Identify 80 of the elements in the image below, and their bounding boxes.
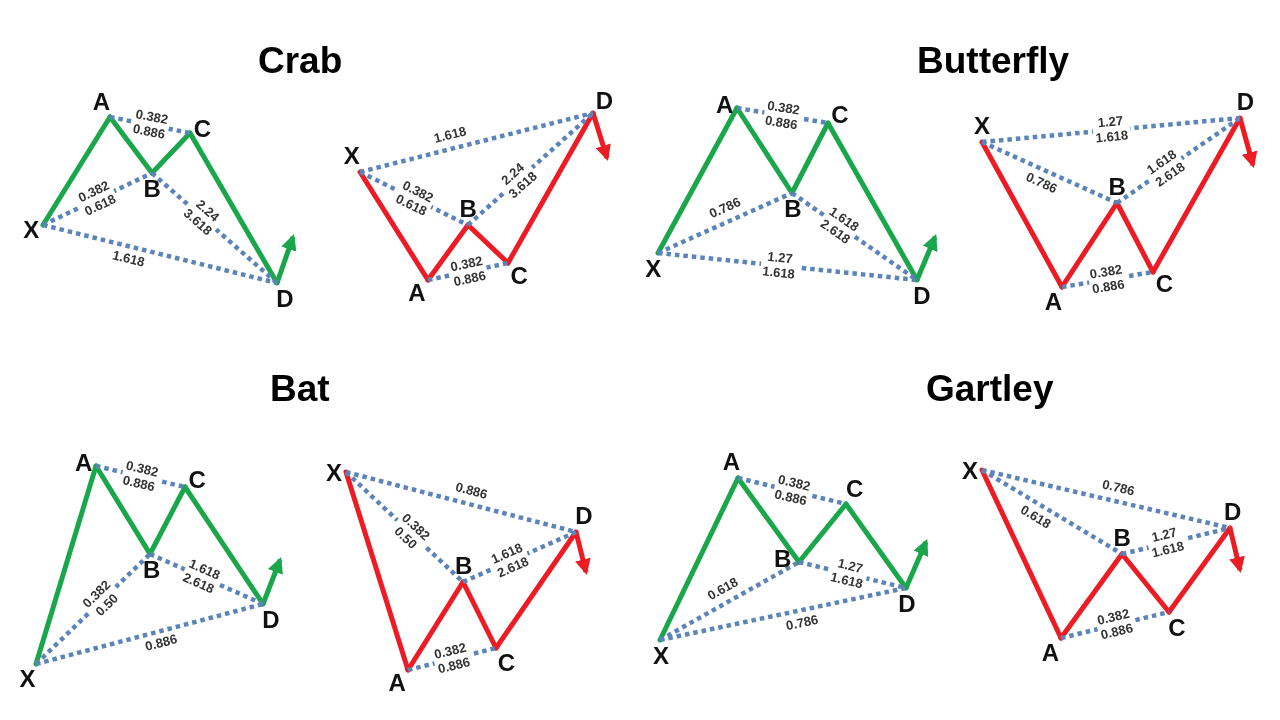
point-letter: C bbox=[193, 116, 212, 141]
dotted-ratio-line bbox=[150, 171, 279, 285]
point-letter: A bbox=[92, 89, 110, 114]
dotted-ratio-line bbox=[359, 110, 594, 175]
point-letter: C bbox=[846, 476, 864, 501]
point-letter: D bbox=[595, 88, 614, 113]
dotted-ratio-line bbox=[1115, 116, 1242, 205]
price-line bbox=[1166, 525, 1233, 615]
dotted-ratio-line bbox=[466, 111, 595, 227]
dotted-ratio-line bbox=[35, 601, 264, 667]
dotted-ratio-line bbox=[980, 468, 1124, 556]
arrow bbox=[573, 531, 591, 576]
point-letter: A bbox=[1041, 641, 1059, 665]
price-line bbox=[405, 579, 466, 673]
point-letter: X bbox=[962, 459, 979, 484]
arrow bbox=[274, 234, 297, 284]
pattern-title: Bat bbox=[270, 369, 330, 407]
point-letter: B bbox=[774, 547, 792, 572]
point-letter: A bbox=[388, 671, 406, 696]
point-letter: B bbox=[1113, 526, 1131, 550]
point-letter: D bbox=[1223, 500, 1242, 525]
point-letter: A bbox=[408, 280, 426, 305]
price-line bbox=[187, 130, 280, 286]
point-letter: B bbox=[784, 197, 802, 221]
point-letter: B bbox=[143, 177, 161, 201]
point-letter: D bbox=[913, 283, 931, 308]
point-letter: X bbox=[974, 114, 990, 138]
pattern-title: Crab bbox=[258, 41, 343, 79]
arrow bbox=[1227, 527, 1245, 574]
price-line bbox=[460, 579, 499, 651]
price-line bbox=[1119, 551, 1172, 615]
arrow bbox=[914, 234, 938, 281]
point-letter: X bbox=[343, 144, 360, 169]
point-letter: B bbox=[1108, 175, 1126, 199]
price-line bbox=[1150, 115, 1243, 275]
point-letter: D bbox=[262, 607, 280, 632]
point-letter: X bbox=[653, 644, 670, 668]
point-letter: D bbox=[276, 286, 294, 311]
point-letter: D bbox=[1236, 90, 1255, 115]
point-letter: A bbox=[722, 450, 741, 475]
point-letter: D bbox=[575, 504, 593, 529]
pattern-title: Butterfly bbox=[917, 41, 1070, 79]
arrow bbox=[903, 539, 929, 589]
dotted-ratio-line bbox=[657, 250, 918, 283]
pattern-title: Gartley bbox=[926, 369, 1054, 407]
point-letter: B bbox=[455, 554, 473, 578]
point-letter: A bbox=[716, 93, 734, 118]
price-line bbox=[505, 110, 596, 266]
dotted-ratio-line bbox=[42, 222, 278, 286]
price-line bbox=[979, 139, 1065, 290]
point-letter: X bbox=[645, 256, 662, 281]
point-letter: D bbox=[898, 592, 916, 616]
price-line bbox=[107, 114, 155, 176]
point-letter: X bbox=[23, 217, 40, 242]
dotted-ratio-line bbox=[344, 470, 465, 584]
price-line bbox=[843, 501, 909, 591]
point-letter: B bbox=[459, 197, 477, 221]
price-line bbox=[465, 222, 511, 266]
price-line bbox=[825, 120, 920, 283]
price-line bbox=[796, 501, 849, 565]
point-letter: A bbox=[1044, 290, 1062, 315]
point-letter: C bbox=[188, 467, 206, 492]
dotted-ratio-line bbox=[659, 585, 907, 643]
price-line bbox=[182, 484, 266, 607]
dotted-ratio-line bbox=[981, 115, 1241, 145]
point-letter: C bbox=[510, 264, 528, 289]
arrow bbox=[590, 112, 611, 162]
price-line bbox=[493, 529, 579, 651]
point-letter: C bbox=[1168, 615, 1186, 640]
point-letter: C bbox=[497, 651, 516, 676]
point-letter: X bbox=[326, 461, 343, 486]
point-letter: C bbox=[1155, 272, 1174, 296]
point-letter: X bbox=[19, 667, 36, 692]
point-letter: C bbox=[831, 103, 849, 128]
point-letter: B bbox=[143, 557, 161, 582]
arrow bbox=[260, 557, 283, 605]
arrow bbox=[1237, 117, 1258, 169]
dotted-ratio-line bbox=[34, 552, 152, 666]
point-letter: A bbox=[75, 450, 93, 475]
dotted-ratio-line bbox=[658, 560, 801, 642]
